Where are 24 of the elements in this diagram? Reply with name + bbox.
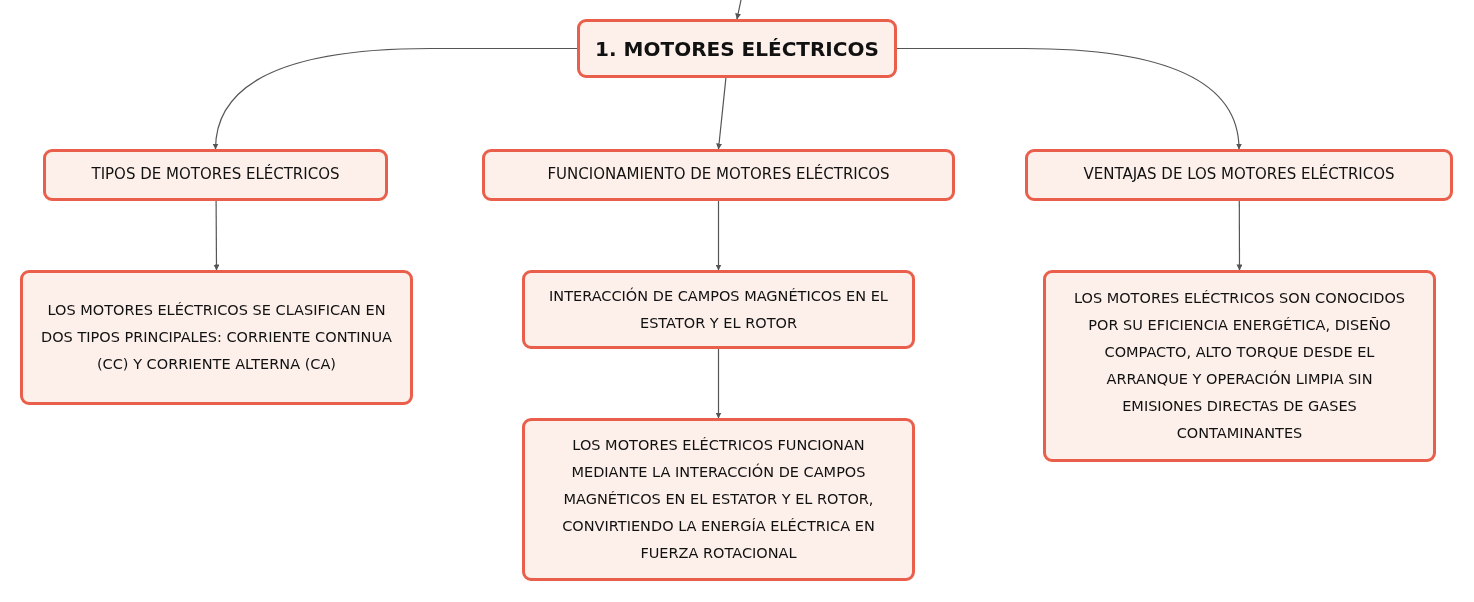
title-text: 1. MOTORES ELÉCTRICOS [595, 35, 879, 62]
node-text: VENTAJAS DE LOS MOTORES ELÉCTRICOS [1083, 165, 1395, 185]
central-topic-box [577, 19, 897, 78]
node-text: TIPOS DE MOTORES ELÉCTRICOS [91, 165, 340, 185]
topic-box [482, 149, 955, 201]
topic-box [522, 418, 915, 581]
connector-arrow [896, 47, 1242, 150]
connector-arrow [715, 348, 722, 419]
node-text: LOS MOTORES ELÉCTRICOS FUNCIONAN MEDIANTE LA INTERACCIÓN DE CAMPOS MAGNÉTICOS EN EL ESTATOR Y EL ROTOR, CONVIRTIENDO LA ENERGÍA ELÉCTRICA EN FUERZA ROTACIONAL [561, 436, 876, 563]
connector-arrow [213, 200, 220, 271]
node-text: LOS MOTORES ELÉCTRICOS SON CONOCIDOS POR SU EFICIENCIA ENERGÉTICA, DISEÑO COMPACTO, ALTO TORQUE DESDE EL ARRANQUE Y OPERACIÓN LIMPIA SIN EMISIONES DIRECTAS DE GASES CONTAMINANTES [1072, 289, 1407, 443]
topic-box [20, 270, 413, 405]
connector-arrow [735, 0, 742, 20]
connector-arrow [212, 47, 578, 150]
connector-arrow [716, 77, 727, 150]
topic-box [522, 270, 915, 349]
node-text: FUNCIONAMIENTO DE MOTORES ELÉCTRICOS [547, 165, 890, 185]
node-text: LOS MOTORES ELÉCTRICOS SE CLASIFICAN EN DOS TIPOS PRINCIPALES: CORRIENTE CONTINUA (CC) Y CORRIENTE ALTERNA (CA) [40, 301, 393, 374]
node-text: INTERACCIÓN DE CAMPOS MAGNÉTICOS EN EL ESTATOR Y EL ROTOR [548, 286, 889, 333]
topic-box [43, 149, 388, 201]
topic-box [1043, 270, 1436, 462]
connector-arrow [1236, 200, 1243, 271]
connector-arrow [715, 200, 722, 271]
topic-box [1025, 149, 1453, 201]
